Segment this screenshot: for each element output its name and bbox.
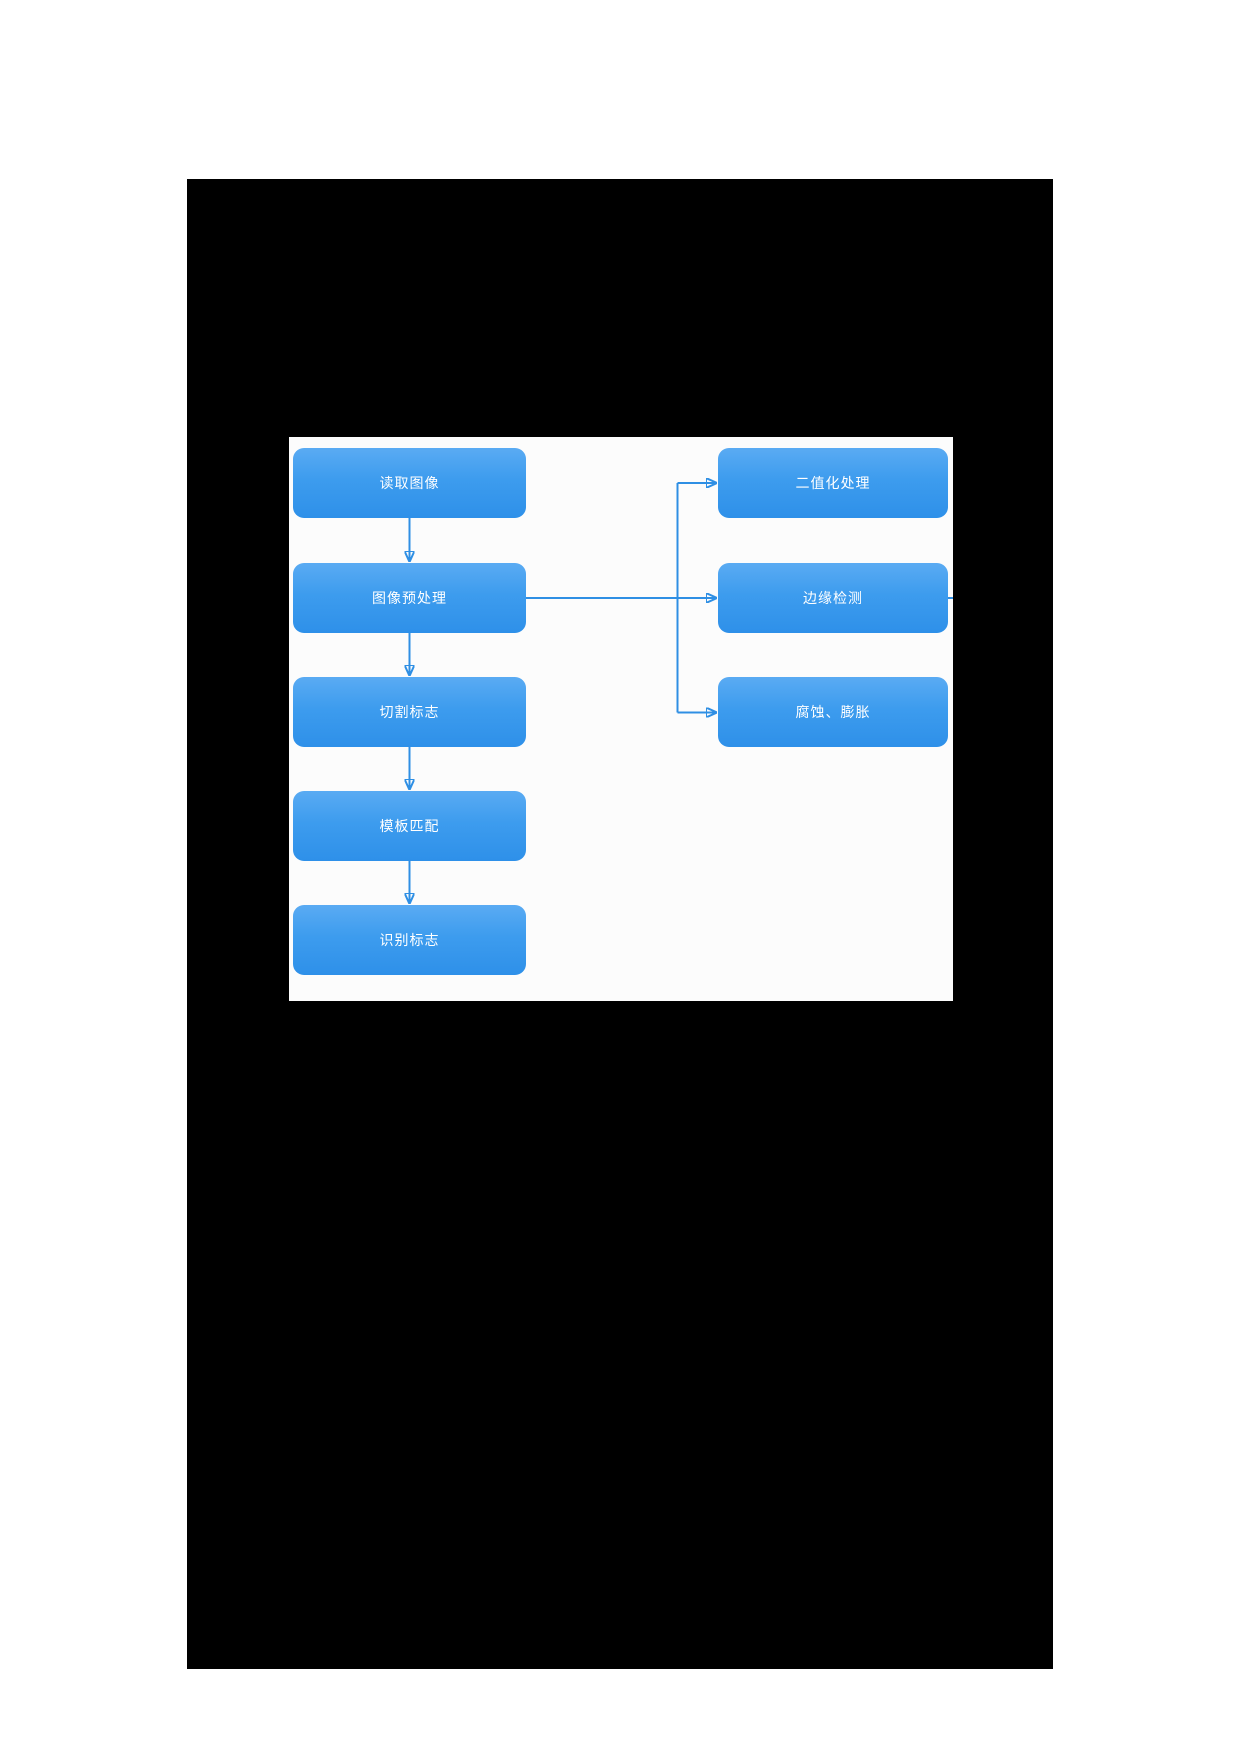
node-binarization: 二值化处理: [718, 448, 948, 518]
node-preprocess-label: 图像预处理: [372, 590, 447, 606]
flowchart-connectors: [289, 437, 953, 904]
node-read-image-label: 读取图像: [379, 475, 440, 491]
embedded-screenshot-block: 读取图像 图像预处理 切割标志 模板匹配 识别标志 二值化处理 边缘检测 腐蚀、…: [187, 179, 1053, 1669]
node-template-match: 模板匹配: [293, 791, 526, 861]
node-erode-dilate: 腐蚀、膨胀: [718, 677, 948, 747]
node-recognize-sign-label: 识别标志: [379, 932, 440, 948]
node-cut-sign-label: 切割标志: [379, 704, 440, 720]
node-cut-sign: 切割标志: [293, 677, 526, 747]
node-preprocess: 图像预处理: [293, 563, 526, 633]
node-template-match-label: 模板匹配: [379, 818, 440, 834]
node-recognize-sign: 识别标志: [293, 905, 526, 975]
node-erode-dilate-label: 腐蚀、膨胀: [795, 704, 871, 720]
flowchart-panel: 读取图像 图像预处理 切割标志 模板匹配 识别标志 二值化处理 边缘检测 腐蚀、…: [289, 437, 953, 1001]
node-binarization-label: 二值化处理: [795, 475, 871, 491]
node-edge-detection-label: 边缘检测: [803, 590, 863, 606]
node-read-image: 读取图像: [293, 448, 526, 518]
node-edge-detection: 边缘检测: [718, 563, 948, 633]
